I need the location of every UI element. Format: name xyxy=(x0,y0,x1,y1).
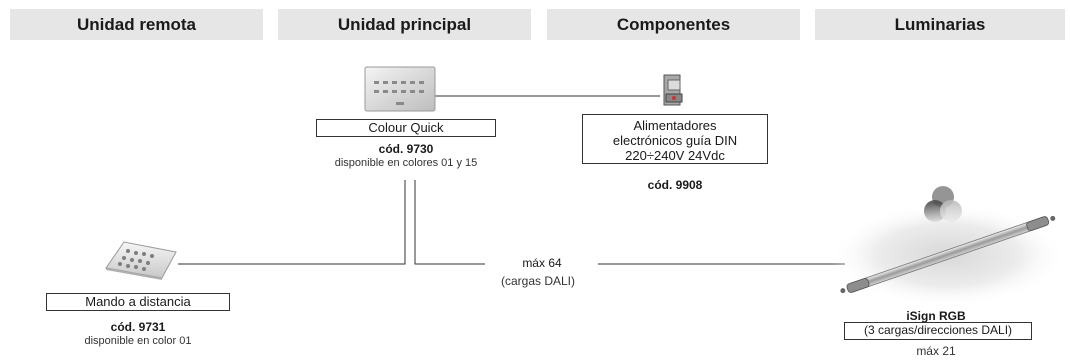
main-unit-note: disponible en colores 01 y 15 xyxy=(334,157,478,169)
din-power-supply-image xyxy=(663,74,683,106)
header-components: Componentes xyxy=(547,9,800,40)
power-supply-code: cód. 9908 xyxy=(647,178,703,192)
connection-max-label: máx 64 xyxy=(486,256,598,270)
connection-sub-label: (cargas DALI) xyxy=(500,274,576,288)
remote-control-image xyxy=(105,241,177,280)
luminaire-name: iSign RGB xyxy=(906,309,966,323)
isign-rgb-luminaire-image xyxy=(830,203,1066,307)
remote-name-box: Mando a distancia xyxy=(46,293,230,311)
power-supply-box: Alimentadores electrónicos guía DIN 220÷… xyxy=(582,114,768,164)
header-main-unit: Unidad principal xyxy=(278,9,531,40)
power-supply-line-2: electrónicos guía DIN xyxy=(612,133,738,148)
remote-code: cód. 9731 xyxy=(110,320,166,334)
header-luminaires: Luminarias xyxy=(815,9,1065,40)
power-supply-line-3: 220÷240V 24Vdc xyxy=(625,148,725,163)
power-supply-line-1: Alimentadores xyxy=(633,118,717,133)
header-remote-unit: Unidad remota xyxy=(10,9,263,40)
main-unit-code: cód. 9730 xyxy=(378,142,434,156)
luminaire-sub-box: (3 cargas/direcciones DALI) xyxy=(844,322,1032,340)
remote-note: disponible en color 01 xyxy=(84,335,192,347)
main-unit-name-box: Colour Quick xyxy=(316,119,496,137)
luminaire-max: máx 21 xyxy=(916,344,956,358)
colour-quick-device-image xyxy=(364,66,436,112)
